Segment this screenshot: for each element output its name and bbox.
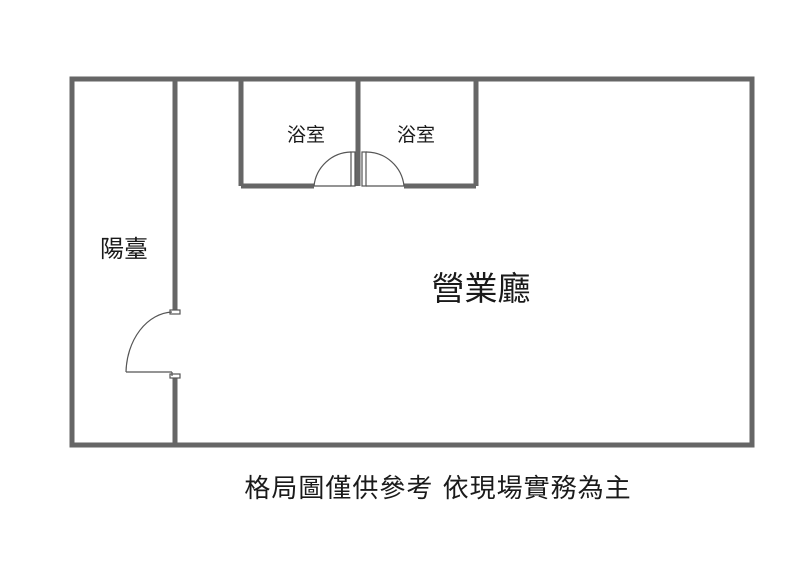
room-label-balcony: 陽臺: [100, 235, 148, 263]
room-label-bathroom-2: 浴室: [397, 124, 435, 146]
bathroom-2-door: [361, 151, 405, 187]
room-label-lobby: 營業廳: [432, 269, 531, 308]
outer-wall: [69, 76, 755, 448]
balcony-door: [125, 309, 181, 379]
bathroom-1-door: [313, 151, 356, 187]
room-label-bathroom-1: 浴室: [287, 124, 325, 146]
disclaimer-caption: 格局圖僅供參考 依現場實務為主: [244, 474, 632, 504]
